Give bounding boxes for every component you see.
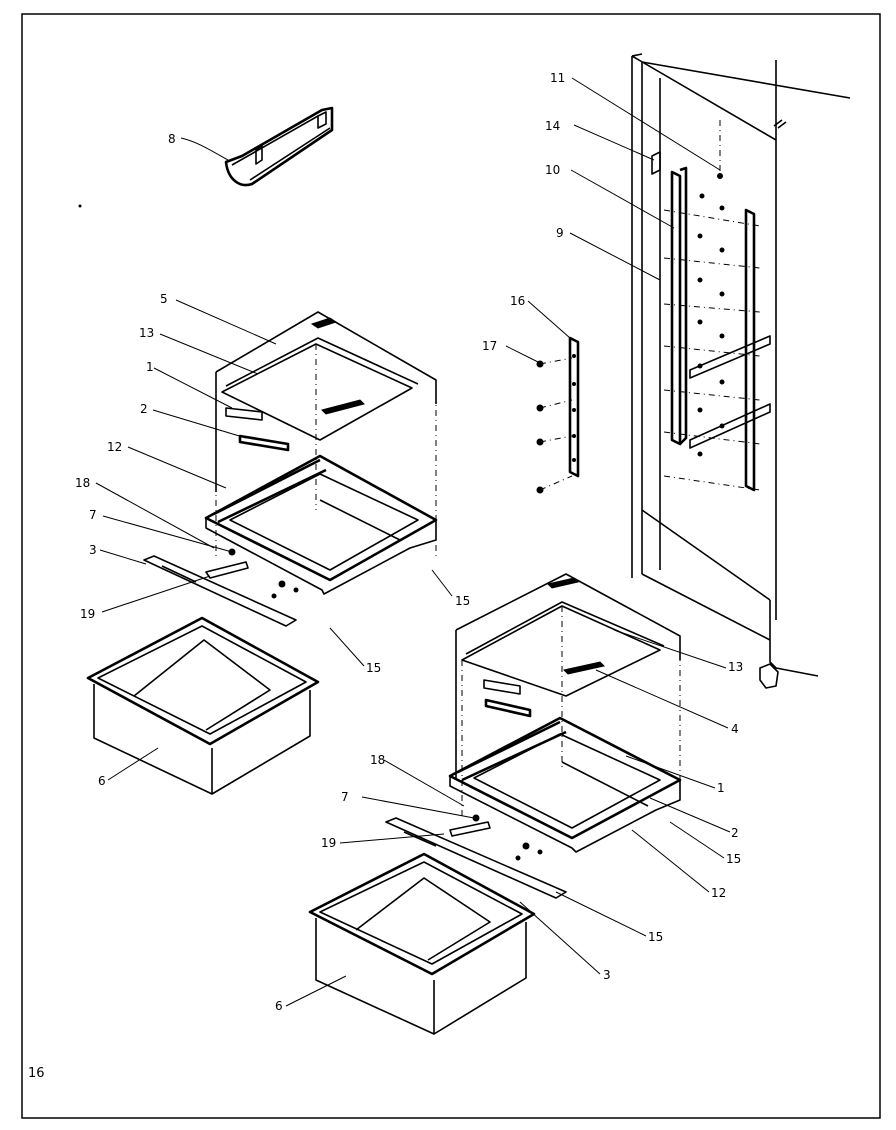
callout-17: 17 <box>482 339 497 353</box>
callout-18: 18 <box>370 753 385 767</box>
callout-13: 13 <box>728 660 743 674</box>
callout-19: 19 <box>80 607 95 621</box>
callout-1: 1 <box>717 781 725 795</box>
callout-15: 15 <box>455 594 470 608</box>
page-number: 16 <box>28 1066 45 1081</box>
callout-12: 12 <box>107 440 122 454</box>
rail-screws <box>663 120 761 491</box>
lower-crisper-frame <box>448 716 682 853</box>
part-8-cover <box>224 106 334 187</box>
callout-7: 7 <box>89 508 97 522</box>
part-14-clip <box>651 151 661 175</box>
part-9-rail <box>670 166 756 492</box>
upper-crisper-frame <box>204 454 438 595</box>
upper-screws-7 <box>228 548 299 599</box>
callout-4: 4 <box>731 722 739 736</box>
callout-9: 9 <box>556 226 564 240</box>
callout-15: 15 <box>366 661 381 675</box>
page-border <box>21 13 881 1119</box>
callout-18: 18 <box>75 476 90 490</box>
cabinet-liner <box>631 53 851 689</box>
callout-14: 14 <box>545 119 560 133</box>
callout-6: 6 <box>98 774 106 788</box>
upper-crisper-housing <box>215 311 437 560</box>
lower-crisper-drawer-6 <box>308 852 536 1035</box>
callout-8: 8 <box>168 132 176 146</box>
callout-3: 3 <box>89 543 97 557</box>
callout-15: 15 <box>726 852 741 866</box>
callout-16: 16 <box>510 294 525 308</box>
callout-2: 2 <box>140 402 148 416</box>
lower-screws-7 <box>472 814 543 861</box>
callout-7: 7 <box>341 790 349 804</box>
upper-crisper-drawer-6 <box>86 616 320 795</box>
lower-parts-1-2 <box>483 679 532 718</box>
callout-12: 12 <box>711 886 726 900</box>
lower-crisper-cover-19 <box>385 817 567 899</box>
callout-10: 10 <box>545 163 560 177</box>
upper-crisper-cover-19 <box>143 555 297 627</box>
rail-supports <box>689 335 771 449</box>
callout-1: 1 <box>146 360 154 374</box>
callout-labels: 8 5 13 1 2 12 18 7 3 19 15 15 6 11 14 10… <box>75 71 743 1013</box>
upper-parts-1-2 <box>225 407 290 452</box>
callout-19: 19 <box>321 836 336 850</box>
callout-5: 5 <box>160 292 168 306</box>
callout-3: 3 <box>603 968 611 982</box>
callout-13: 13 <box>139 326 154 340</box>
callout-6: 6 <box>275 999 283 1013</box>
lower-crisper-housing <box>455 573 681 820</box>
callout-15: 15 <box>648 930 663 944</box>
part-16-bracket <box>568 336 580 478</box>
leader-lines <box>95 77 731 1007</box>
callout-11: 11 <box>550 71 565 85</box>
part-17-screws <box>536 357 573 494</box>
callout-2: 2 <box>731 826 739 840</box>
